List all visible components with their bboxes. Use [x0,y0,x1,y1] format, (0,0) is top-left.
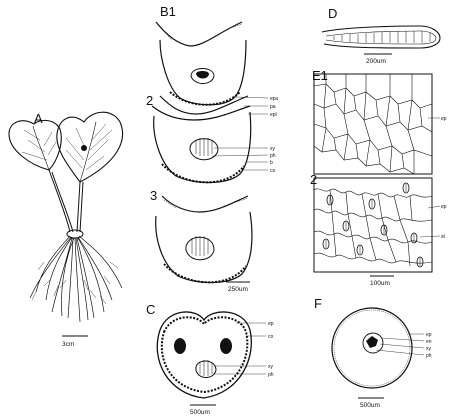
annotation-c-xy: xy [268,364,274,370]
panel-b-label: B1 [160,4,176,19]
root-system [30,230,122,322]
scale-label-b: 250um [228,286,248,293]
annotation-f-xy: xy [426,346,432,352]
scale-label-f: 500um [360,402,380,409]
annotation-f-ph: ph [426,353,432,359]
annotation-f-en: en [426,339,432,345]
scale-label-c: 500um [190,409,210,416]
annotation-f-ep: ep [426,332,432,338]
panel-a-label: A [34,111,43,126]
scale-label-a: 3cm [62,341,74,348]
section-b1 [156,22,246,105]
panel-d-label: D [328,6,337,21]
annotation-e2-st: st [441,234,446,240]
annotation-co: co [270,168,276,174]
annotation-c-ep: ep [268,321,274,327]
panel-b: B1 2 epu pa epl xy ph b co [146,4,279,293]
scale-label-d: 200um [366,58,386,65]
annotation-xy: xy [270,146,276,152]
epidermis-upper: ep [314,74,447,174]
panel-e: E1 ep 2 [310,68,447,287]
annotation-pa: pa [270,104,276,110]
panel-d: D 200um [322,6,440,65]
section-b3: 3 250um [150,188,252,293]
bundle-left [174,338,186,354]
annotation-c-co: co [268,334,274,340]
panel-b3-label: 3 [150,188,157,203]
epidermis-lower: 2 [310,172,447,287]
scale-label-e: 100um [370,280,390,287]
annotation-e1-ep: ep [441,116,447,122]
section-b2: 2 epu pa epl xy ph b co [146,93,279,183]
annotation-epu: epu [270,96,279,102]
panel-f-label: F [314,296,322,311]
annotation-c-ph: ph [268,372,274,378]
stomata [323,183,423,267]
bundle-right [220,338,232,354]
left-leaf [9,120,61,170]
annotation-epl: epl [270,112,277,118]
panel-c: C ep co xy ph 500um [146,302,274,416]
panel-f: F ep en xy ph 500um [314,296,432,409]
annotation-b: b [270,160,273,166]
panel-b2-label: 2 [146,93,153,108]
right-leaf [57,112,123,182]
panel-c-label: C [146,302,155,317]
leaf-blot [81,145,87,151]
annotation-e2-ep: ep [441,204,447,210]
panel-a: A 3cm [9,111,123,348]
annotation-ph: ph [270,153,276,159]
